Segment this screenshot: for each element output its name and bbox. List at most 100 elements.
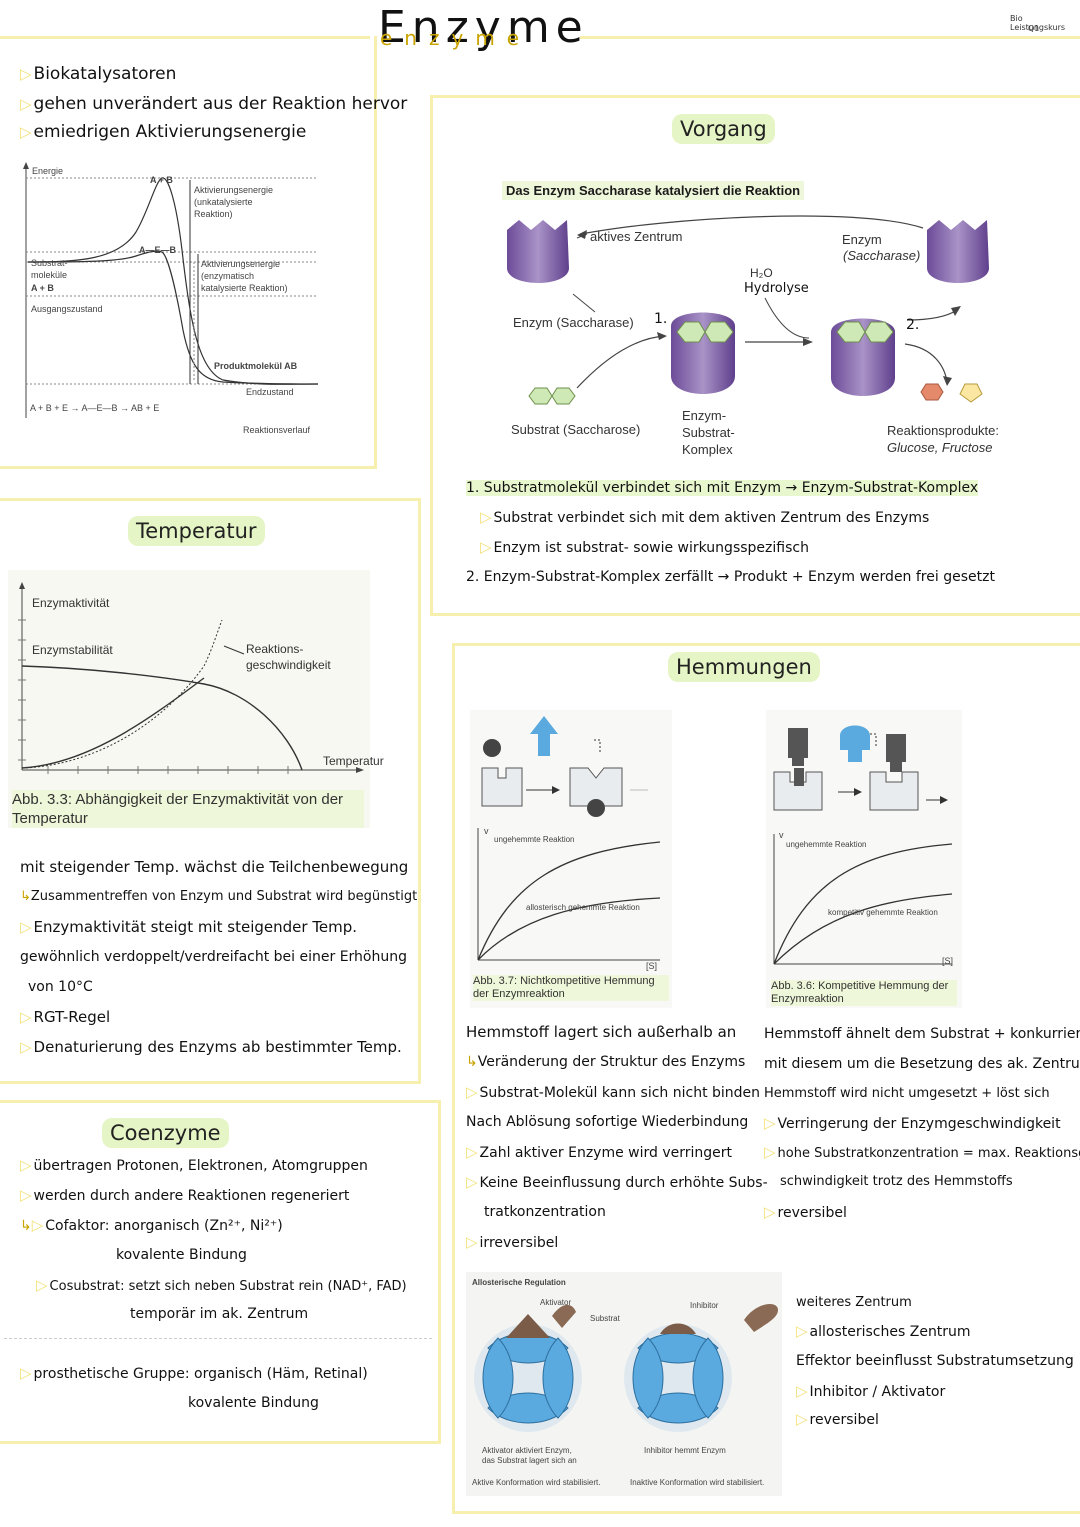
temperatur-note-7: ▷Denaturierung des Enzyms ab bestimmter … xyxy=(20,1038,402,1056)
bullet-triangle-icon: ▷ xyxy=(20,1038,32,1056)
temperatur-chart-bg xyxy=(8,570,370,828)
hemmung-right-curve1: ungehemmte Reaktion xyxy=(786,840,867,849)
frame-coenzyme xyxy=(0,1100,441,1444)
bullet-triangle-icon: ▷ xyxy=(20,95,32,113)
energy-peak-cat: A—E—B xyxy=(139,245,177,255)
vorgang-step-1: 1. xyxy=(654,311,668,327)
vorgang-substrate: Substrat (Saccharose) xyxy=(511,422,641,437)
inhibitor-shape xyxy=(744,1304,778,1332)
hemmung-right-note-3: Hemmstoff wird nicht umgesetzt + löst si… xyxy=(764,1086,1050,1101)
allosteric-foot1: Aktive Konformation wird stabilisiert. xyxy=(472,1478,601,1487)
hemmung-left-curve2: allosterisch gehemmte Reaktion xyxy=(526,903,640,912)
intro-item-3: ▷emiedrigen Aktivierungsenergie xyxy=(20,122,307,142)
vorgang-complex-3: Komplex xyxy=(682,442,733,457)
bullet-triangle-icon: ▷ xyxy=(466,1143,478,1161)
energy-product-label: Produktmolekül AB xyxy=(214,361,298,371)
temperatur-note-6: ▷RGT-Regel xyxy=(20,1008,111,1026)
coenzyme-note-5: ▷Cosubstrat: setzt sich neben Substrat r… xyxy=(36,1276,407,1294)
allosteric-enzyme-left xyxy=(474,1314,582,1432)
hemmung-right-note-2: mit diesem um die Besetzung des ak. Zent… xyxy=(764,1056,1080,1072)
divider-dashed xyxy=(4,1338,432,1339)
hemmung-left-axis-v: v xyxy=(484,826,489,836)
energy-diagram xyxy=(18,160,334,442)
energy-ylabel: Energie xyxy=(32,166,64,176)
hemmung-right-curve2: kompetitiv gehemmte Reaktion xyxy=(828,908,938,917)
hemmung-right-axis-v: v xyxy=(779,830,784,840)
bullet-triangle-icon: ▷ xyxy=(20,65,32,83)
allosteric-note-5: ▷reversibel xyxy=(796,1410,879,1428)
frame-vorgang xyxy=(430,95,1080,616)
hemmung-left-note-2: ↳Veränderung der Struktur des Enzyms xyxy=(466,1054,746,1070)
coenzyme-note-6: temporär im ak. Zentrum xyxy=(130,1306,309,1322)
bullet-triangle-icon: ▷ xyxy=(480,508,492,526)
fructose-pentagon xyxy=(959,383,983,403)
hemmung-left-axis-s: [S] xyxy=(646,961,658,971)
temperatur-note-3: ▷Enzymaktivität steigt mit steigender Te… xyxy=(20,918,358,936)
allosteric-activator: Aktivator xyxy=(540,1298,572,1307)
bullet-triangle-icon: ▷ xyxy=(36,1276,48,1294)
page-subtitle: enzyme xyxy=(380,26,532,50)
frame-intro xyxy=(0,36,377,469)
energy-start-label: Ausgangszustand xyxy=(31,304,103,314)
allosteric-enzyme-right xyxy=(624,1323,732,1432)
allosteric-diagram xyxy=(474,1304,778,1432)
hemmung-right-note-1: Hemmstoff ähnelt dem Substrat + konkurri… xyxy=(764,1026,1080,1042)
corner-note-2: Q1 xyxy=(1028,24,1040,33)
vorgang-enzyme-right: Enzym xyxy=(842,232,882,247)
vorgang-products-1: Reaktionsprodukte: xyxy=(887,423,1000,438)
enzyme-right-shape xyxy=(927,220,989,283)
vorgang-enzyme-left: Enzym (Saccharase) xyxy=(513,315,634,330)
temperatur-note-2: ↳Zusammentreffen von Enzym und Substrat … xyxy=(20,889,418,904)
hemmung-left-figure xyxy=(470,710,672,1008)
bullet-triangle-icon: ▷ xyxy=(20,1156,32,1174)
vorgang-note-4: 2. Enzym-Substrat-Komplex zerfällt → Pro… xyxy=(466,569,995,585)
coenzyme-note-2: ▷werden durch andere Reaktionen regeneri… xyxy=(20,1186,350,1204)
vorgang-step-2: 2. xyxy=(906,317,920,333)
hemmung-right-axis-s: [S] xyxy=(942,956,954,966)
vorgang-complex-2: Substrat- xyxy=(682,425,735,440)
allosteric-cap1a: Aktivator aktiviert Enzym, xyxy=(482,1446,572,1455)
hemmung-left-note-7: tratkonzentration xyxy=(484,1204,606,1220)
bullet-triangle-icon: ▷ xyxy=(20,1186,32,1204)
coenzyme-note-7: ▷prosthetische Gruppe: organisch (Häm, R… xyxy=(20,1364,368,1382)
hemmung-right-diagram xyxy=(773,725,953,965)
glucose-hex xyxy=(920,383,944,401)
hemmung-left-note-8: ▷irreversibel xyxy=(466,1233,559,1251)
intro-item-1: ▷Biokatalysatoren xyxy=(20,64,177,84)
substrate-hex-2 xyxy=(704,321,734,343)
hemmung-left-diagram xyxy=(477,716,661,961)
coenzyme-note-8: kovalente Bindung xyxy=(188,1395,319,1411)
saccharase-diagram xyxy=(507,215,989,405)
allosteric-substrate: Substrat xyxy=(590,1314,620,1323)
arrow-return-icon: ↳ xyxy=(20,889,31,904)
bullet-triangle-icon: ▷ xyxy=(466,1233,478,1251)
bullet-triangle-icon: ▷ xyxy=(20,123,32,141)
frame-top-line-right xyxy=(580,36,1080,39)
allosteric-note-4: ▷Inhibitor / Aktivator xyxy=(796,1382,946,1400)
bullet-triangle-icon: ▷ xyxy=(466,1083,478,1101)
bullet-triangle-icon: ▷ xyxy=(796,1410,808,1428)
vorgang-complex-1: Enzym- xyxy=(682,408,727,423)
vorgang-note-3: ▷Enzym ist substrat- sowie wirkungsspezi… xyxy=(480,538,809,556)
bullet-triangle-icon: ▷ xyxy=(466,1173,478,1191)
bullet-triangle-icon: ▷ xyxy=(20,918,32,936)
energy-end-label: Endzustand xyxy=(246,387,294,397)
enzyme-left-shape xyxy=(507,220,569,283)
temperatur-y2: Enzymstabilität xyxy=(32,643,113,657)
hemmungen-title: Hemmungen xyxy=(668,652,820,682)
allosteric-foot2: Inaktive Konformation wird stabilisiert. xyxy=(630,1478,765,1487)
allosteric-note-1: weiteres Zentrum xyxy=(796,1295,912,1310)
temperatur-chart xyxy=(18,582,364,774)
hemmung-right-note-4: ▷Verringerung der Enzymgeschwindigkeit xyxy=(764,1114,1061,1132)
vorgang-title: Vorgang xyxy=(672,114,775,144)
bullet-triangle-icon: ▷ xyxy=(764,1114,776,1132)
bullet-triangle-icon: ▷ xyxy=(796,1382,808,1400)
hemmung-left-note-5: ▷Zahl aktiver Enzyme wird verringert xyxy=(466,1143,733,1161)
vorgang-active-center: aktives Zentrum xyxy=(590,229,683,244)
bullet-triangle-icon: ▷ xyxy=(764,1203,776,1221)
temperatur-y1: Enzymaktivität xyxy=(32,596,110,610)
hemmung-left-curve1: ungehemmte Reaktion xyxy=(494,835,575,844)
hemmung-left-note-4: Nach Ablösung sofortige Wiederbindung xyxy=(466,1114,749,1130)
bullet-triangle-icon: ▷ xyxy=(20,1008,32,1026)
temperatur-xlabel: Temperatur xyxy=(323,754,384,768)
